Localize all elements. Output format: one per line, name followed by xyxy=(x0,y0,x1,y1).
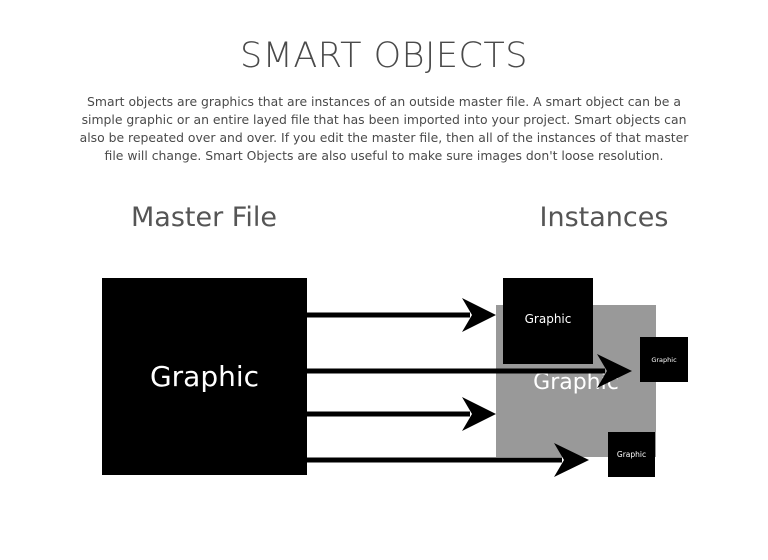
instance-graphic-small-right-label: Graphic xyxy=(651,355,677,364)
instance-graphic-large-label: Graphic xyxy=(533,369,619,395)
instance-graphic-top: Graphic xyxy=(503,278,593,364)
instance-graphic-small-bottom-label: Graphic xyxy=(616,450,647,459)
master-graphic-box: Graphic xyxy=(102,278,307,475)
instance-graphic-small-right: Graphic xyxy=(640,337,688,382)
arrow-3 xyxy=(307,397,496,431)
instance-graphic-top-label: Graphic xyxy=(524,312,572,326)
master-graphic-label: Graphic xyxy=(149,360,260,393)
master-file-heading: Master File xyxy=(131,202,277,233)
arrow-1 xyxy=(307,298,496,332)
description-text: Smart objects are graphics that are inst… xyxy=(79,94,689,163)
instance-graphic-small-bottom: Graphic xyxy=(608,432,655,477)
instances-heading: Instances xyxy=(539,202,669,233)
page-title: SMART OBJECTS xyxy=(239,36,529,76)
